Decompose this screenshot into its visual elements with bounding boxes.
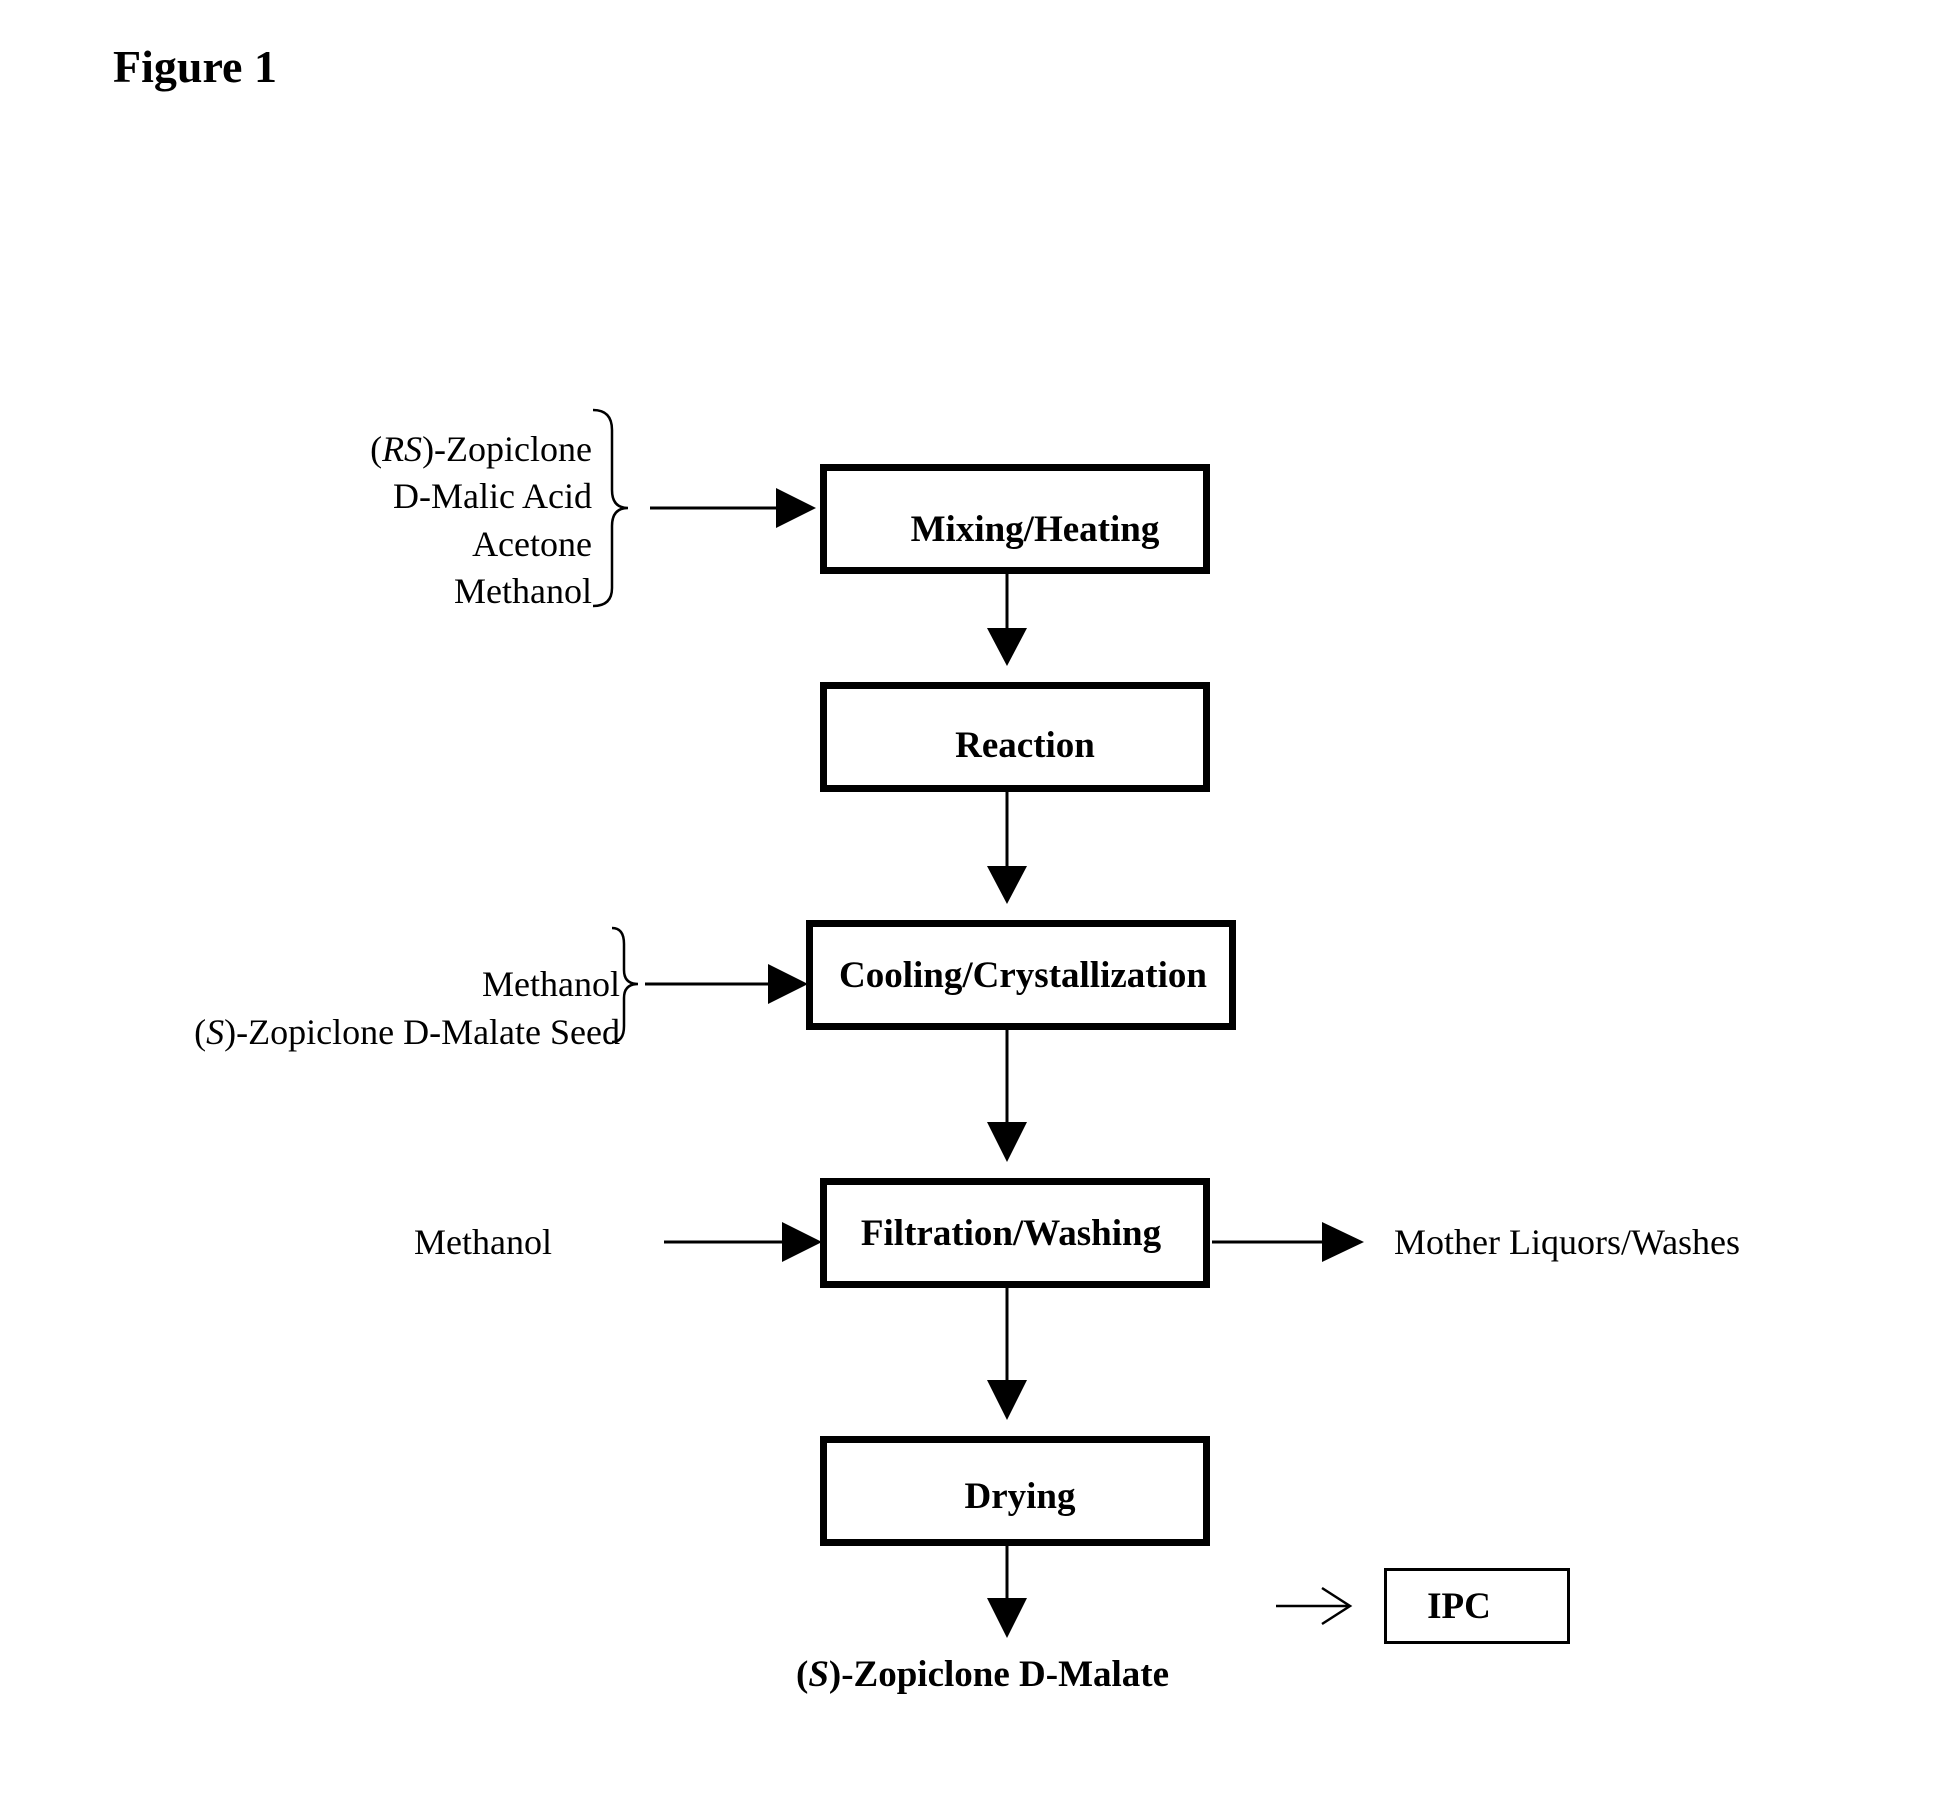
step-mixing-heating-label: Mixing/Heating bbox=[911, 508, 1160, 551]
arrowhead-into-cooling bbox=[768, 964, 808, 1004]
cooling-input-methanol: Methanol bbox=[130, 960, 620, 1008]
mixing-inputs-brace bbox=[593, 410, 628, 606]
mixing-input-methanol: Methanol bbox=[330, 567, 592, 615]
arrowhead-out-of-filtration bbox=[1322, 1222, 1364, 1262]
arrowhead-into-mixing bbox=[776, 488, 816, 528]
arrowhead-mixing-to-reaction bbox=[987, 628, 1027, 666]
filtration-input-methanol: Methanol bbox=[414, 1218, 552, 1266]
cooling-input-seed: (S)-Zopiclone D-Malate Seed bbox=[100, 1008, 620, 1056]
final-product-label: (S)-Zopiclone D-Malate bbox=[796, 1653, 1169, 1696]
step-cooling-crystallization-label: Cooling/Crystallization bbox=[839, 954, 1207, 997]
filtration-output-mother-liquors: Mother Liquors/Washes bbox=[1394, 1218, 1740, 1266]
step-reaction-label: Reaction bbox=[955, 724, 1095, 767]
step-filtration-washing-label: Filtration/Washing bbox=[861, 1212, 1161, 1255]
step-mixing-heating: Mixing/Heating bbox=[820, 464, 1210, 574]
mixing-input-acetone: Acetone bbox=[330, 520, 592, 568]
ipc-box: IPC bbox=[1384, 1568, 1570, 1644]
arrowhead-drying-to-product bbox=[987, 1598, 1027, 1638]
arrowhead-filtration-to-drying bbox=[987, 1380, 1027, 1420]
step-drying: Drying bbox=[820, 1436, 1210, 1546]
step-drying-label: Drying bbox=[965, 1475, 1076, 1518]
arrowhead-into-filtration bbox=[782, 1222, 822, 1262]
arrowhead-cooling-to-filtration bbox=[987, 1122, 1027, 1162]
step-cooling-crystallization: Cooling/Crystallization bbox=[806, 920, 1236, 1030]
arrowhead-reaction-to-cooling bbox=[987, 866, 1027, 904]
mixing-input-zopiclone: (RS)-Zopiclone bbox=[330, 425, 592, 473]
ipc-label: IPC bbox=[1427, 1585, 1491, 1628]
step-filtration-washing: Filtration/Washing bbox=[820, 1178, 1210, 1288]
step-reaction: Reaction bbox=[820, 682, 1210, 792]
mixing-input-malic-acid: D-Malic Acid bbox=[330, 472, 592, 520]
